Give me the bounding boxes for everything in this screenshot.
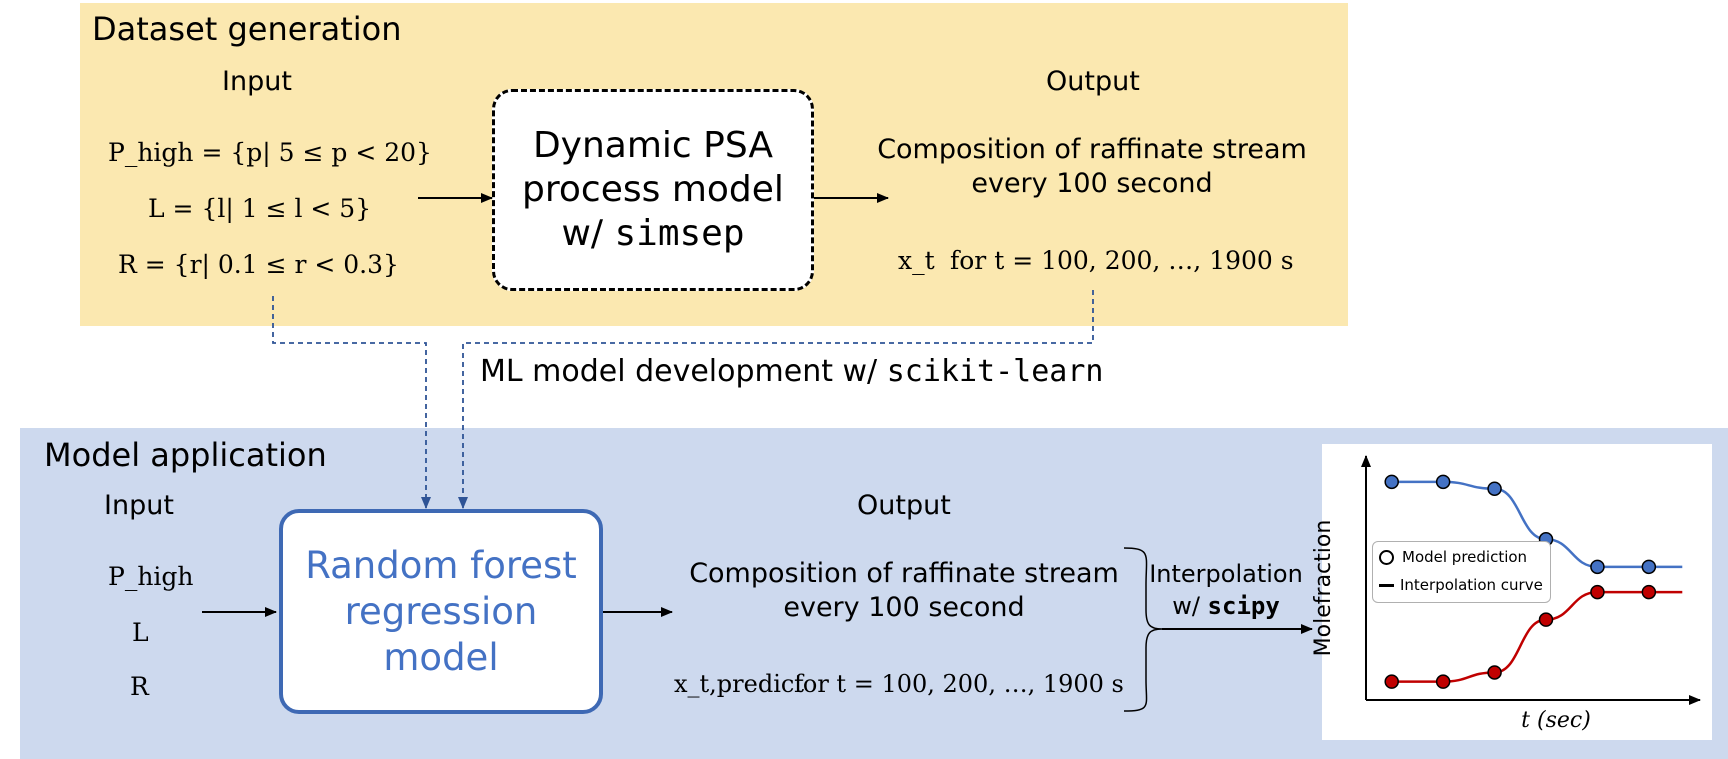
simsep-tool: simsep	[614, 213, 745, 254]
random-forest-model-box: Random forest regression model	[279, 509, 603, 714]
dataset-input-label: Input	[222, 66, 292, 97]
input-l-range: L = {l| 1 ≤ l < 5}	[148, 194, 371, 223]
interpolation-tool-line: w/ scipy	[1148, 592, 1304, 620]
psa-model-line1: Dynamic PSA	[532, 125, 774, 166]
scikit-learn-tool: scikit-learn	[886, 354, 1104, 389]
legend-prediction-label: Model prediction	[1402, 548, 1528, 566]
rf-model-line2: regression	[344, 589, 538, 633]
psa-model-line3: w/ simsep	[561, 212, 744, 256]
dataset-output-range: for t = 100, 200, …, 1900 s	[950, 246, 1294, 275]
input-r-range-text: R = {r| 0.1 ≤ r < 0.3}	[118, 250, 399, 279]
application-output-line1: Composition of raffinate stream	[689, 558, 1119, 589]
ml-development-prefix: w/	[832, 354, 887, 389]
dataset-output-line2: every 100 second	[971, 168, 1213, 199]
ml-development-text: ML model development	[480, 354, 833, 389]
psa-model-line2: process model	[522, 169, 784, 210]
ml-development-label: ML model development w/ scikit-learn	[480, 354, 1103, 389]
legend-item-prediction: Model prediction	[1379, 548, 1527, 566]
dataset-output-var: x_t	[898, 246, 935, 275]
legend-curve-label: Interpolation curve	[1400, 576, 1543, 594]
line-marker-icon	[1379, 583, 1394, 587]
dataset-generation-title: Dataset generation	[92, 10, 402, 48]
legend-item-curve: Interpolation curve	[1379, 576, 1543, 594]
application-output-label: Output	[857, 490, 951, 521]
interpolation-label: Interpolation	[1149, 560, 1303, 588]
circle-marker-icon	[1379, 549, 1394, 565]
scipy-tool: scipy	[1207, 592, 1280, 620]
psa-model-prefix: w/	[561, 213, 615, 254]
rf-model-line1: Random forest	[305, 543, 577, 587]
rf-model-line3: model	[383, 635, 499, 679]
model-application-title: Model application	[44, 436, 327, 474]
input-l-range-text: L = {l| 1 ≤ l < 5}	[148, 194, 372, 223]
input-p-high-range-text: P_high = {p| 5 ≤ p < 20}	[108, 138, 432, 167]
application-input-label: Input	[104, 490, 174, 521]
psa-process-model-box: Dynamic PSA process model w/ simsep	[492, 89, 814, 291]
application-input-p-high: P_high	[108, 562, 194, 591]
input-p-high-range: P_high = {p| 5 ≤ p < 20}	[108, 138, 432, 167]
application-output-line2: every 100 second	[783, 592, 1025, 623]
input-r-range: R = {r| 0.1 ≤ r < 0.3}	[118, 250, 399, 279]
application-input-l: L	[132, 618, 149, 647]
application-output-var: x_t,predict	[674, 670, 804, 698]
interpolation-prefix: w/	[1172, 592, 1208, 620]
dataset-output-line1: Composition of raffinate stream	[877, 134, 1307, 165]
dataset-output-label: Output	[1046, 66, 1140, 97]
chart-legend: Model prediction Interpolation curve	[1372, 541, 1551, 603]
application-input-r: R	[130, 672, 149, 701]
application-output-range: for t = 100, 200, …, 1900 s	[794, 670, 1124, 698]
